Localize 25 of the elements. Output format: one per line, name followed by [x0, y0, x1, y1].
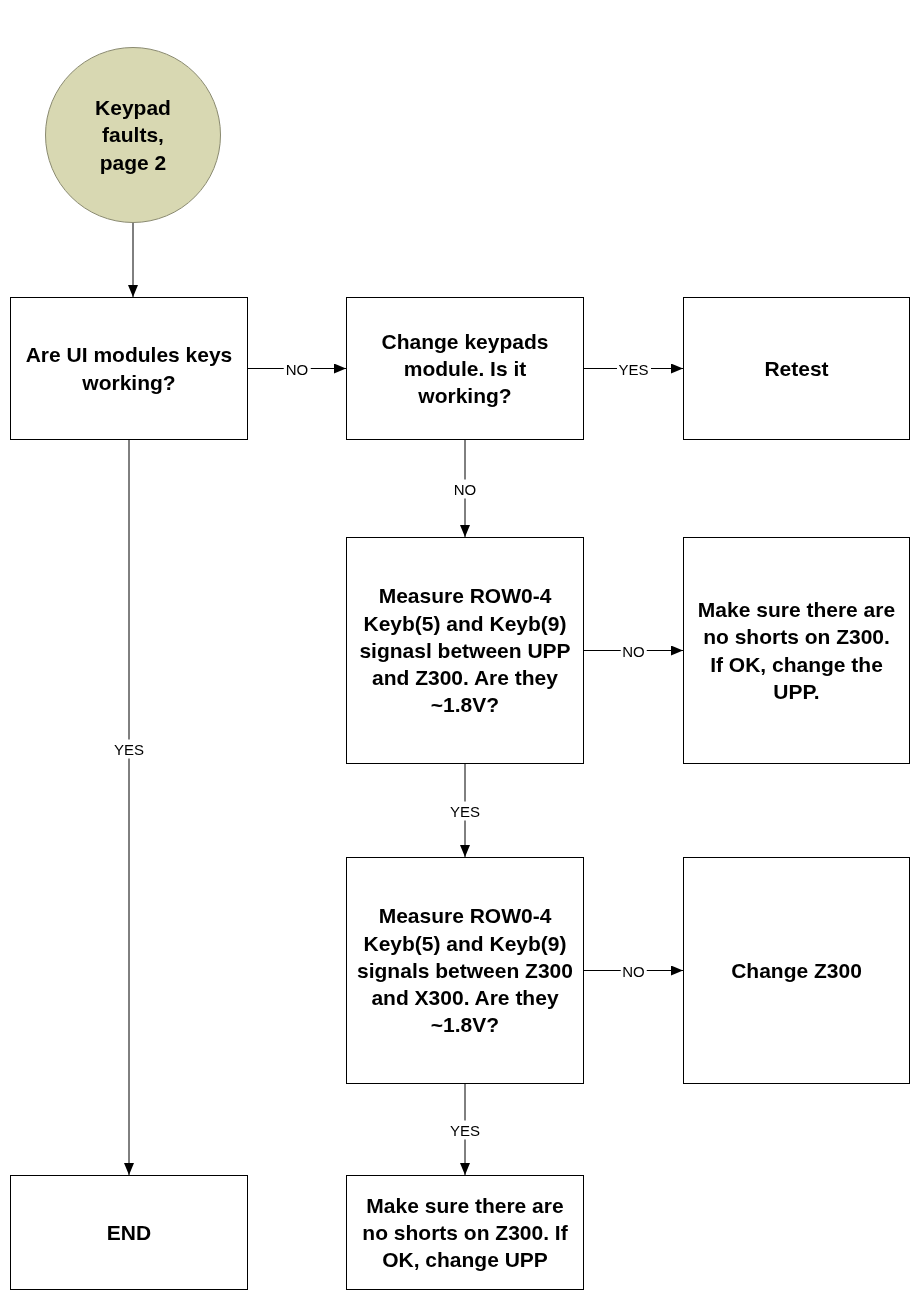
process-box [683, 857, 910, 1084]
process-box [10, 297, 248, 440]
node-text: Keypad faults, page 2 [94, 95, 172, 176]
process-box [683, 537, 910, 764]
edge-label: YES [448, 1120, 482, 1139]
node-text: Are UI modules keys working? [24, 342, 234, 396]
process-box [683, 297, 910, 440]
node-text: Change keypads module. Is it working? [380, 328, 550, 410]
node-text: Make sure there are no shorts on Z300. If OK, change the UPP. [696, 596, 897, 705]
process-box [346, 1175, 584, 1290]
node-text: END [106, 1219, 152, 1246]
process-box [346, 297, 584, 440]
process-box [346, 537, 584, 764]
node-text: Change Z300 [731, 957, 862, 984]
edge-label: YES [448, 801, 482, 820]
process-box [346, 857, 584, 1084]
edge-label: NO [451, 479, 479, 498]
node-text: Measure ROW0-4 Keyb(5) and Keyb(9) signasl between UPP and Z300. Are they ~1.8V? [358, 583, 572, 719]
node-text: Measure ROW0-4 Keyb(5) and Keyb(9) signals between Z300 and X300. Are they ~1.8V? [357, 903, 573, 1039]
arrow [124, 439, 134, 1176]
edge-label: YES [112, 739, 146, 759]
node-text: Make sure there are no shorts on Z300. If OK, change UPP [361, 1192, 569, 1274]
process-box [10, 1175, 248, 1290]
node-text: Retest [764, 355, 829, 382]
arrow [128, 222, 138, 298]
